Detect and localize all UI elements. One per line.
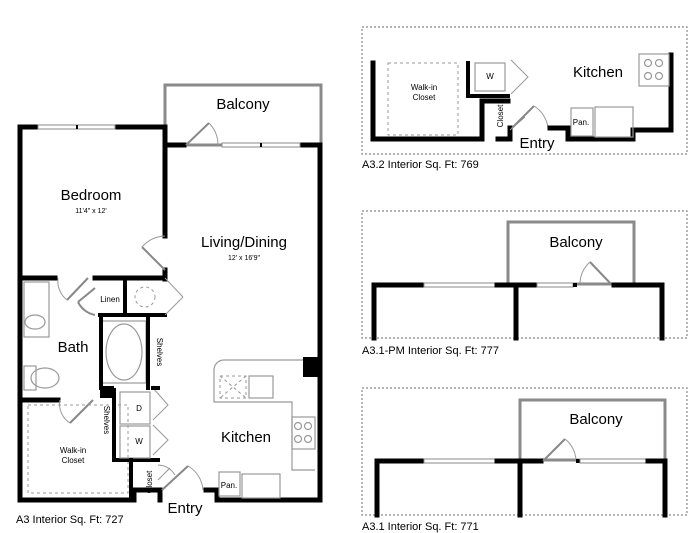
pantry-label: Pan. [221,481,237,490]
plan-caption-a3-1: A3.1 Interior Sq. Ft: 771 [362,521,479,533]
balcony-door[interactable] [589,261,612,285]
window [579,458,649,464]
bath-door[interactable] [66,277,89,301]
toilet-tank [23,365,37,391]
plan-frame [361,210,688,339]
washer-label: W [486,72,494,81]
balcony-label: Balcony [549,234,603,251]
plan-caption-a3-2: A3.2 Interior Sq. Ft: 769 [362,159,479,171]
closet-door[interactable] [69,399,94,424]
dryer-label: D [136,404,142,413]
linen-label: Linen [100,295,120,304]
burner-icon [293,421,303,431]
stove [638,53,670,87]
plan-caption-a3-1-pm: A3.1-PM Interior Sq. Ft: 777 [362,345,499,357]
exterior-wall-right [203,142,323,503]
balcony-rail [506,220,636,286]
balcony-rail [518,398,667,462]
window [423,282,498,288]
balcony-door[interactable] [185,122,210,146]
entry-door[interactable] [161,465,189,491]
pantry-label: Pan. [573,118,589,127]
entry-door[interactable] [511,105,535,129]
plan-frame [361,387,688,516]
burner-icon [654,71,664,81]
burner-icon [303,421,313,431]
washer-label: W [135,437,143,446]
bedroom-door[interactable] [141,246,166,271]
entry-label: Entry [519,135,555,152]
burner-icon [643,58,653,68]
alt-plan-a3-1-pm: Balcony A3.1-PM Interior Sq. Ft: 777 [361,210,688,357]
bedroom-label: Bedroom [61,187,122,204]
walkin-closet-label: Closet [62,456,85,465]
main-floor-plan: Balcony Bedroom 11'4" x 12' Living/Dinin… [16,83,323,526]
kitchen-label: Kitchen [573,64,623,81]
washer-box [474,62,506,92]
exterior-wall-left [17,124,137,503]
window [536,282,574,288]
entry-wall-left [131,487,163,503]
balcony-door[interactable] [542,438,566,462]
burner-icon [654,58,664,68]
dishwasher [219,375,247,399]
alt-plan-a3-1: Balcony A3.1 Interior Sq. Ft: 771 [361,387,688,533]
walkin-closet-label: Closet [413,93,436,102]
shelves-label: Shelves [102,406,111,434]
alt-plan-a3-2: Walk-in Closet W Closet Kitchen Pan. Ent… [361,26,688,171]
washer-box [119,425,151,459]
burner-icon [293,434,303,444]
kitchen-label: Kitchen [221,429,271,446]
plan-frame [361,26,688,155]
pantry [570,107,594,137]
pantry [218,471,241,497]
stove [291,416,316,450]
refrigerator [594,106,634,138]
toilet-icon [30,367,60,389]
refrigerator [241,473,281,499]
bath-label: Bath [58,339,89,356]
closet-shelving [27,404,129,494]
closet-label: Closet [145,470,154,493]
plan-caption-a3: A3 Interior Sq. Ft: 727 [16,514,124,526]
balcony-rail [163,83,323,147]
kitchen-sink-icon [248,375,274,399]
linen-door[interactable] [77,287,96,316]
shelves-label: Shelves [155,338,164,366]
burner-icon [643,71,653,81]
window [423,458,498,464]
column [100,386,114,398]
kitchen-column [303,357,320,377]
living-dimensions: 12' x 16'9" [228,255,261,262]
vanity [23,281,50,338]
bedroom-dimensions: 11'4" x 12' [75,208,107,215]
walkin-closet-label: Walk-in [60,446,86,455]
entry-label: Entry [167,500,203,517]
water-heater [134,286,156,308]
closet-label: Closet [496,104,505,127]
tub [101,320,147,384]
burner-icon [303,434,313,444]
sink-icon [24,314,46,330]
living-label: Living/Dining [201,234,287,251]
tub-basin-icon [105,323,143,381]
dryer-box [119,391,151,425]
walkin-closet-label: Walk-in [411,83,437,92]
balcony-label: Balcony [569,411,623,428]
balcony-label: Balcony [216,96,270,113]
